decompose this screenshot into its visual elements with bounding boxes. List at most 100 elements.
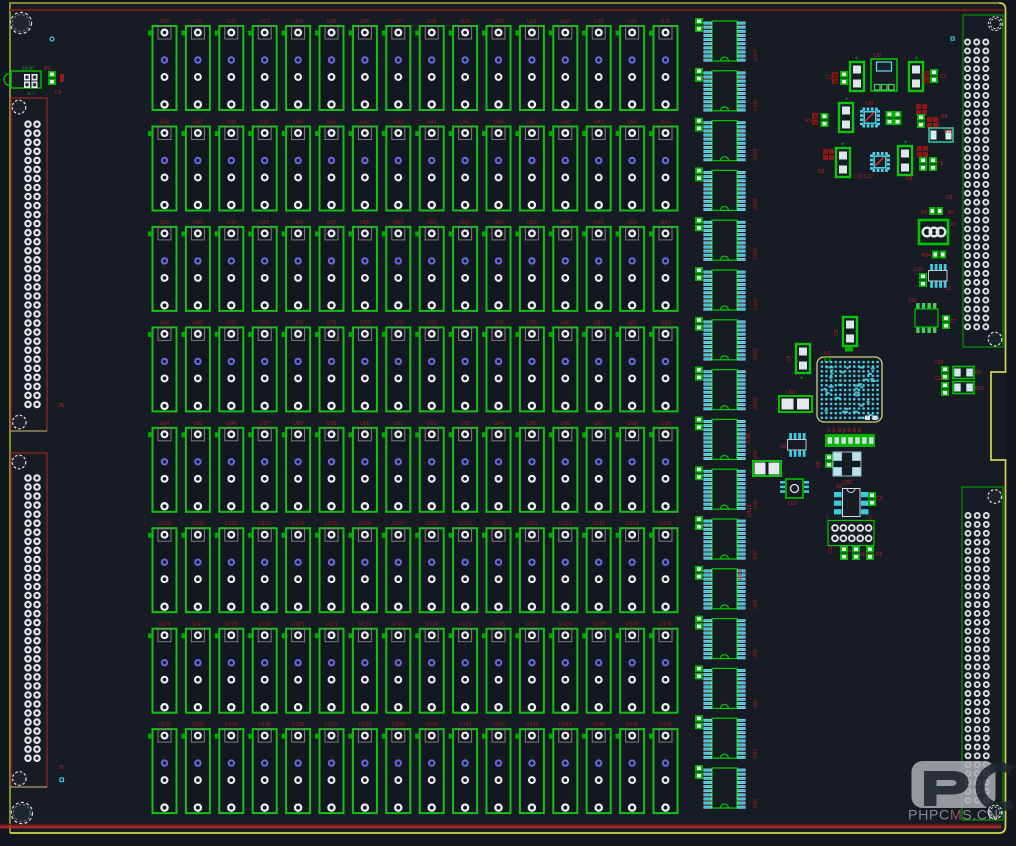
svg-text:U43: U43 [393,120,403,126]
svg-text:U5: U5 [816,461,822,468]
svg-text:U69: U69 [193,320,203,326]
svg-text:J5: J5 [58,765,64,771]
svg-text:R7: R7 [948,210,955,216]
svg-text:U113: U113 [747,504,753,517]
svg-text:U141: U141 [459,722,472,728]
svg-text:U121: U121 [325,622,338,628]
svg-text:U93: U93 [753,749,759,758]
svg-text:U135: U135 [258,722,271,728]
svg-text:U42: U42 [360,120,370,126]
svg-text:PHPCMS.CN: PHPCMS.CN [908,808,999,824]
svg-text:R64: R64 [922,253,931,259]
svg-text:U104: U104 [292,521,305,527]
svg-text:U50: U50 [627,120,637,126]
svg-text:U84: U84 [160,421,170,427]
svg-text:U136: U136 [292,722,305,728]
svg-text:U108: U108 [425,521,438,527]
svg-text:U103: U103 [753,248,759,260]
svg-text:U112: U112 [559,521,572,527]
svg-text:U97: U97 [594,421,604,427]
svg-text:U81: U81 [594,320,604,326]
svg-text:U105: U105 [753,148,759,160]
svg-text:U20: U20 [160,19,170,25]
svg-text:U30: U30 [494,19,504,25]
svg-text:U56: U56 [293,220,303,226]
svg-text:U85: U85 [193,421,203,427]
svg-text:U41: U41 [327,120,337,126]
svg-text:C1: C1 [826,75,833,81]
svg-text:U92: U92 [427,421,437,427]
svg-text:C96: C96 [746,433,752,443]
svg-text:U75: U75 [393,320,403,326]
svg-text:D2: D2 [44,66,51,72]
svg-text:U31: U31 [527,19,537,25]
svg-text:U137: U137 [325,722,338,728]
svg-text:U126: U126 [492,622,505,628]
svg-text:+: + [855,56,859,62]
svg-text:U26: U26 [360,19,370,25]
svg-text:U2: U2 [836,484,843,490]
svg-text:U49: U49 [594,120,604,126]
svg-text:U122: U122 [358,622,371,628]
svg-text:U95: U95 [527,421,537,427]
svg-text:U58: U58 [360,220,370,226]
svg-text:+: + [845,97,849,103]
svg-text:U113: U113 [592,521,605,527]
svg-text:U51: U51 [661,120,671,126]
svg-text:U1: U1 [824,351,831,357]
svg-text:L6C: L6C [786,390,796,396]
svg-text:U79: U79 [527,320,537,326]
svg-text:U101: U101 [191,521,204,527]
svg-text:U22: U22 [226,19,236,25]
svg-text:C2: C2 [940,74,947,80]
svg-text:U61: U61 [460,220,470,226]
svg-text:U119: U119 [258,622,271,628]
svg-text:R10: R10 [975,386,984,392]
svg-text:U103: U103 [258,521,271,527]
svg-text:U46: U46 [494,120,504,126]
svg-text:U13: U13 [788,501,797,507]
svg-text:U114: U114 [626,521,639,527]
svg-text:+: + [904,140,908,146]
svg-text:U106: U106 [358,521,371,527]
svg-text:U65: U65 [594,220,604,226]
svg-text:U116: U116 [158,622,171,628]
svg-text:U68: U68 [160,320,170,326]
svg-text:U72: U72 [293,320,303,326]
svg-text:C13: C13 [934,360,943,366]
svg-text:U39: U39 [260,120,270,126]
svg-text:U54: U54 [226,220,236,226]
svg-text:U33: U33 [594,19,604,25]
svg-text:U118: U118 [225,622,238,628]
svg-text:U63: U63 [527,220,537,226]
svg-text:J6: J6 [58,403,64,409]
svg-text:U98: U98 [627,421,637,427]
svg-text:U97: U97 [753,550,759,559]
svg-text:U44: U44 [427,120,437,126]
svg-text:U37: U37 [193,120,203,126]
svg-text:U138: U138 [358,722,371,728]
svg-text:U27: U27 [393,19,403,25]
svg-text:U47: U47 [527,120,537,126]
svg-text:U32: U32 [560,19,570,25]
svg-text:U100: U100 [158,521,171,527]
svg-text:J2: J2 [950,222,956,228]
svg-text:R2: R2 [818,169,825,175]
svg-text:U125: U125 [459,622,472,628]
svg-text:U70: U70 [226,320,236,326]
svg-text:U59: U59 [393,220,403,226]
svg-text:L2: L2 [946,286,952,292]
svg-text:U107: U107 [392,521,405,527]
svg-text:U131: U131 [659,622,672,628]
svg-text:U90: U90 [360,421,370,427]
svg-text:3 X 8 p 8 8 8: 3 X 8 p 8 8 8 [827,428,862,434]
svg-text:U96: U96 [753,599,759,608]
svg-text:U146: U146 [626,722,639,728]
svg-text:U102: U102 [225,521,238,527]
svg-text:U38: U38 [226,120,236,126]
svg-text:C8: C8 [787,355,793,362]
svg-text:U102: U102 [753,298,759,310]
svg-text:R99: R99 [738,570,744,580]
svg-text:U99: U99 [661,421,671,427]
svg-text:U55: U55 [260,220,270,226]
